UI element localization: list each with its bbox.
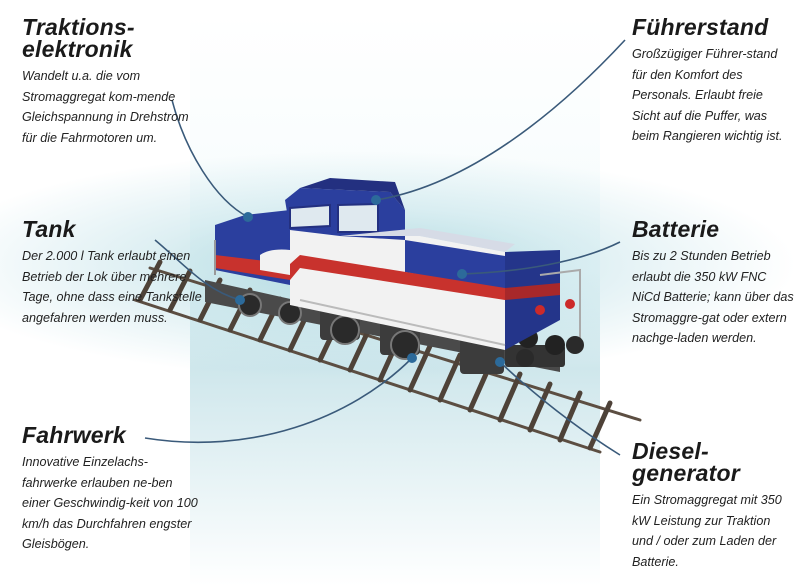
leader-lines — [144, 39, 626, 456]
callout-title: Batterie — [632, 216, 720, 242]
callout-title: Diesel- generator — [632, 438, 740, 486]
callout-dieselgenerator: Diesel- generator Ein Stromaggregat mit … — [632, 440, 794, 572]
callout-text: Innovative Einzelachs-fahrwerke erlauben… — [22, 455, 198, 551]
leader-dots — [235, 195, 505, 367]
callout-fahrwerk: Fahrwerk Innovative Einzelachs-fahrwerke… — [22, 424, 202, 555]
callout-text: Bis zu 2 Stunden Betrieb erlaubt die 350… — [632, 249, 794, 345]
callout-title: Führerstand — [632, 14, 769, 40]
callout-fuehrerstand: Führerstand Großzügiger Führer-stand für… — [632, 16, 792, 147]
callout-title: Tank — [22, 216, 76, 242]
callout-text: Wandelt u.a. die vom Stromaggregat kom-m… — [22, 69, 189, 145]
callout-title: Fahrwerk — [22, 422, 126, 448]
callout-title: Traktions- elektronik — [22, 14, 135, 62]
callout-tank: Tank Der 2.000 l Tank erlaubt einen Betr… — [22, 218, 202, 328]
callout-text: Ein Stromaggregat mit 350 kW Leistung zu… — [632, 493, 782, 569]
callout-traktionselektronik: Traktions- elektronik Wandelt u.a. die v… — [22, 16, 202, 148]
callout-text: Der 2.000 l Tank erlaubt einen Betrieb d… — [22, 249, 202, 325]
callout-batterie: Batterie Bis zu 2 Stunden Betrieb erlaub… — [632, 218, 794, 349]
callout-text: Großzügiger Führer-stand für den Komfort… — [632, 47, 783, 143]
